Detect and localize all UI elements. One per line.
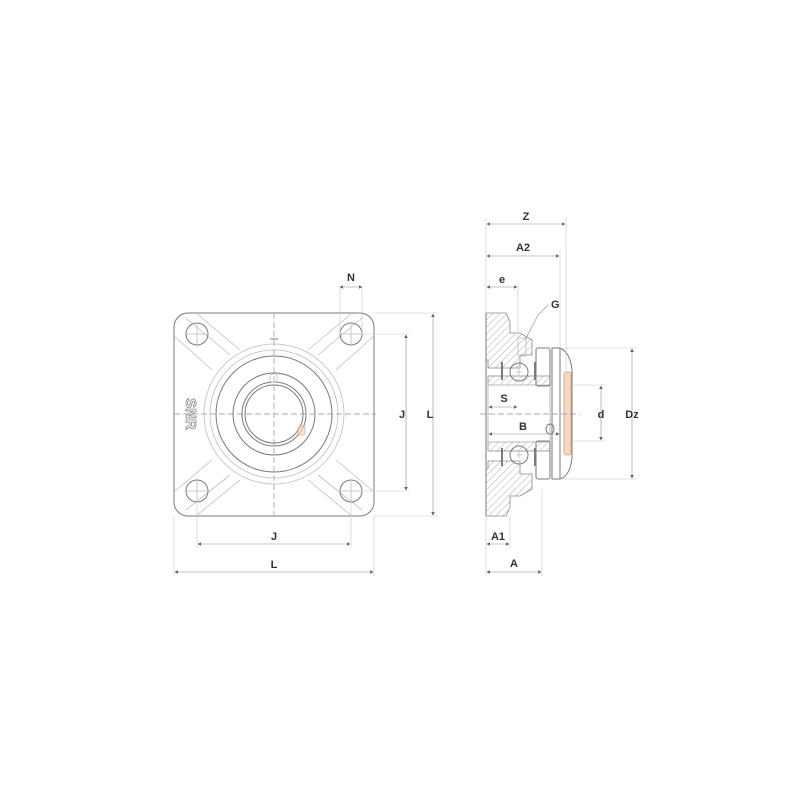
label-A: A: [510, 558, 518, 570]
label-d: d: [598, 409, 605, 421]
label-N: N: [347, 272, 355, 284]
label-L-horizontal: L: [271, 559, 278, 571]
label-e: e: [499, 274, 505, 286]
label-J-vertical: J: [399, 409, 405, 421]
label-G: G: [551, 299, 560, 311]
brand-logo: SNR: [182, 398, 199, 430]
label-Z: Z: [523, 211, 530, 223]
front-view: SNR N J L J L: [173, 272, 438, 576]
label-J-horizontal: J: [271, 531, 277, 543]
label-S: S: [500, 393, 507, 405]
label-A1: A1: [491, 531, 505, 543]
label-A2: A2: [516, 242, 530, 254]
label-L-vertical: L: [427, 409, 434, 421]
label-B: B: [519, 421, 527, 433]
side-view: G Z A2 e S B d Dz A1: [480, 211, 639, 576]
label-Dz: Dz: [625, 409, 639, 421]
